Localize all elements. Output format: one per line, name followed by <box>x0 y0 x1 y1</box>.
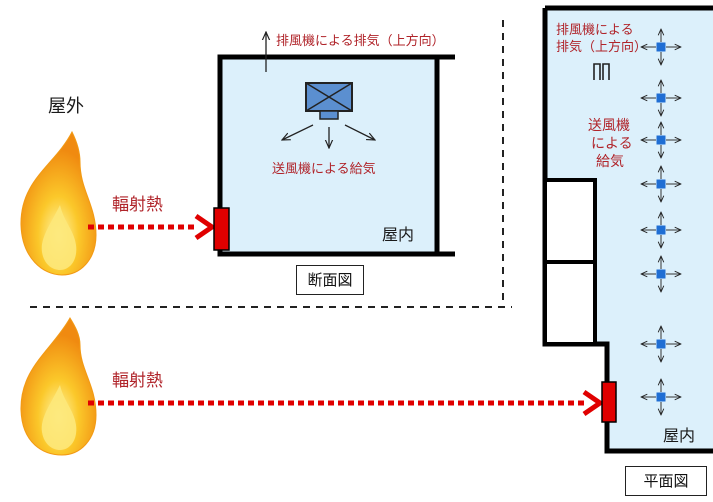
supply-plan-label-line1: 送風機 <box>588 118 630 134</box>
fan-marker <box>641 29 681 65</box>
supply-fan-column <box>641 29 681 415</box>
supply-fan-icon <box>282 82 375 148</box>
flame-icon <box>20 130 97 276</box>
supply-plan-label-line2: による <box>591 136 633 152</box>
radiant-heat-label-top: 輻射熱 <box>112 195 163 215</box>
section-view-caption: 断面図 <box>296 265 364 295</box>
exhaust-section-label: 排風機による排気（上方向） <box>276 34 445 49</box>
fan-marker <box>641 122 681 158</box>
plan-view-caption: 平面図 <box>625 466 707 496</box>
fan-marker <box>641 326 681 362</box>
supply-section-label: 送風機による給気 <box>272 162 376 177</box>
indoor-plan-label: 屋内 <box>663 426 696 445</box>
plan-room <box>542 5 713 454</box>
fan-marker <box>641 256 681 292</box>
fan-marker <box>641 212 681 248</box>
exhaust-plan-label-line2: 排気（上方向） <box>556 40 648 55</box>
radiant-heat-label-bottom: 輻射熱 <box>112 371 163 391</box>
fan-marker <box>641 379 681 415</box>
supply-plan-label-line3: 給気 <box>596 154 624 170</box>
radiant-heat-arrow <box>88 389 605 417</box>
exhaust-plan-label-line1: 排風機による <box>556 23 634 38</box>
window-plan <box>601 381 617 423</box>
fan-marker <box>641 80 681 116</box>
fan-marker <box>641 166 681 202</box>
exhaust-fan-icon <box>593 63 610 80</box>
window-section <box>213 207 230 251</box>
indoor-section-label: 屋内 <box>382 225 415 244</box>
outdoor-label: 屋外 <box>48 96 84 117</box>
flame-icon <box>20 317 97 456</box>
radiant-heat-arrow <box>88 213 217 241</box>
